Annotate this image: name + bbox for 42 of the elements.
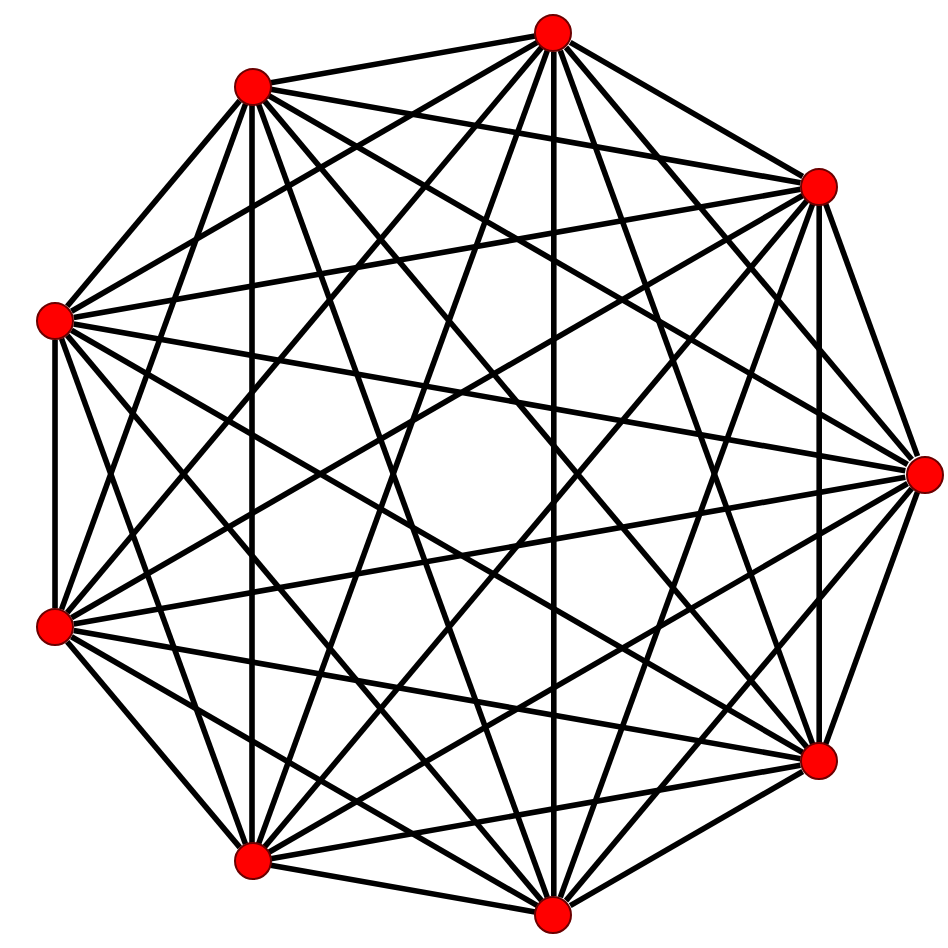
edge-line — [73, 321, 906, 474]
edge-line — [262, 198, 810, 850]
vertex-dot — [36, 608, 74, 647]
edge-line — [270, 86, 801, 186]
edge-line — [262, 98, 810, 750]
vertex-dot — [800, 167, 839, 205]
vertex-dot — [534, 13, 573, 52]
edge-line — [73, 474, 906, 627]
edge-line — [568, 39, 805, 179]
edge-line — [73, 186, 801, 321]
edge-line — [65, 98, 242, 309]
edge-line — [65, 333, 544, 903]
edge-line — [52, 339, 58, 609]
edge-line — [557, 202, 816, 899]
edge-line — [563, 45, 914, 462]
edge-line — [551, 51, 557, 897]
edge-line — [65, 45, 544, 615]
vertex-dot — [534, 896, 573, 935]
edge-line — [267, 481, 909, 855]
edge-line — [823, 490, 921, 746]
edge-line — [70, 327, 805, 755]
vertex-dot — [233, 67, 271, 105]
edge-line — [73, 627, 801, 762]
edge-line — [70, 634, 539, 909]
edge-line — [267, 93, 909, 467]
vertex-dot — [36, 301, 74, 340]
edge-line — [557, 49, 816, 746]
edge-line — [70, 193, 805, 621]
edge-line — [65, 639, 242, 850]
edge-line — [270, 762, 801, 862]
vertex-dot — [905, 455, 943, 493]
vertex-dot — [800, 742, 839, 781]
edge-line — [270, 33, 536, 86]
edge-line — [568, 769, 805, 909]
edge-line — [58, 102, 249, 611]
edge-line — [70, 39, 539, 314]
edge-line — [58, 337, 249, 846]
edge-line — [249, 105, 255, 843]
edge-line — [823, 202, 921, 458]
edge-line — [816, 205, 822, 743]
vertex-dot — [233, 842, 271, 881]
edge-line — [270, 862, 536, 915]
